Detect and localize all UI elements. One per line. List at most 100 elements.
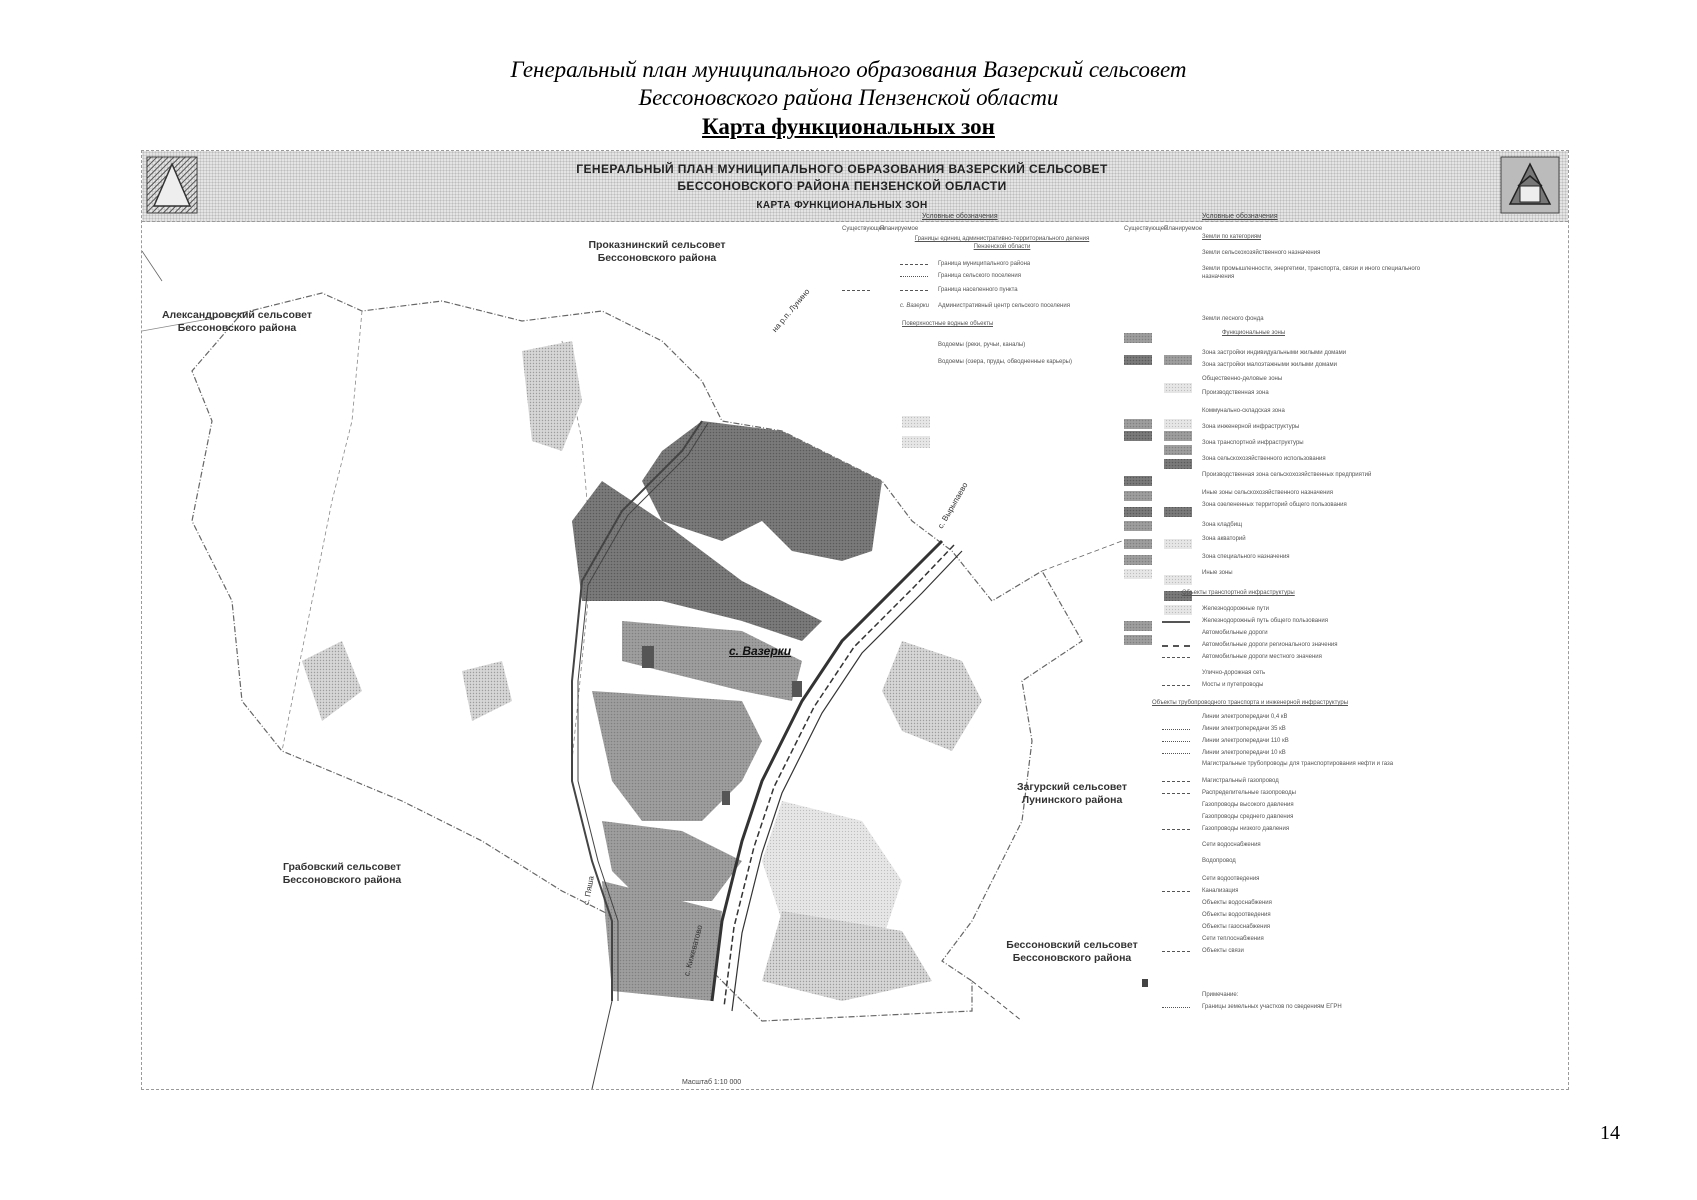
legend-left-header: Условные обозначения bbox=[922, 213, 998, 220]
village-label: с. Вазерки bbox=[729, 644, 792, 658]
stamp-title-1: ГЕНЕРАЛЬНЫЙ ПЛАН МУНИЦИПАЛЬНОГО ОБРАЗОВА… bbox=[576, 162, 1108, 176]
legend-eng-17: Сети теплоснабжения bbox=[1202, 936, 1264, 942]
legend-zone-1: Зона застройки малоэтажными жилыми домам… bbox=[1202, 362, 1337, 368]
functional-zones-map[interactable] bbox=[142, 221, 1568, 1089]
legend-eng-11: Водопровод bbox=[1202, 858, 1236, 864]
legend-eng-4: Магистральные трубопроводы для транспорт… bbox=[1202, 761, 1394, 767]
neighbor-north-district: Бессоновского района bbox=[597, 252, 717, 264]
neighbor-west-district: Бессоновского района bbox=[177, 322, 297, 334]
map-sheet: ГЕНЕРАЛЬНЫЙ ПЛАН МУНИЦИПАЛЬНОГО ОБРАЗОВА… bbox=[141, 150, 1569, 1090]
legend-transport-5: Улично-дорожная сеть bbox=[1202, 670, 1266, 676]
neighbor-southeast-name: Бессоновский сельсовет bbox=[1006, 939, 1138, 951]
legend-eng-8: Газопроводы среднего давления bbox=[1202, 814, 1294, 820]
legend-land-2: Земли лесного фонда bbox=[1202, 316, 1264, 322]
legend-eng-14: Объекты водоснабжения bbox=[1202, 900, 1272, 906]
legend-eng-5: Магистральный газопровод bbox=[1202, 778, 1279, 784]
legend-col-existing: Существующее bbox=[842, 226, 886, 232]
legend-boundary-0: Граница муниципального района bbox=[938, 261, 1031, 267]
legend-boundary-3: Административный центр сельского поселен… bbox=[938, 303, 1070, 309]
regional-road bbox=[571, 420, 703, 1001]
map-scale: Масштаб 1:10 000 bbox=[682, 1079, 742, 1086]
legend-col-planned: Планируемое bbox=[880, 226, 919, 232]
legend-land-title: Земли по категориям bbox=[1202, 234, 1262, 240]
neighbor-southwest-district: Бессоновского района bbox=[282, 874, 402, 886]
legend-water-title: Поверхностные водные объекты bbox=[902, 321, 994, 327]
legend-right-col-existing: Существующее bbox=[1124, 226, 1168, 232]
legend-note-title: Примечание: bbox=[1202, 992, 1239, 998]
legend-water-1: Водоемы (озера, пруды, обводненные карье… bbox=[938, 359, 1072, 365]
legend-eng-15: Объекты водоотведения bbox=[1202, 912, 1271, 918]
legend-eng-3: Линии электропередачи 10 кВ bbox=[1202, 750, 1286, 756]
neighbor-southwest-name: Грабовский сельсовет bbox=[282, 861, 402, 873]
legend-note-text: Границы земельных участков по сведениям … bbox=[1202, 1004, 1342, 1010]
legend-zone-13: Зона специального назначения bbox=[1202, 554, 1290, 560]
legend-zone-0: Зона застройки индивидуальными жилыми до… bbox=[1202, 350, 1347, 356]
stamp-title-2: БЕССОНОВСКОГО РАЙОНА ПЕНЗЕНСКОЙ ОБЛАСТИ bbox=[677, 179, 1007, 193]
legend-left: Условные обозначения Существующее Планир… bbox=[842, 213, 1122, 393]
stamp-title-3: КАРТА ФУНКЦИОНАЛЬНЫХ ЗОН bbox=[756, 200, 928, 211]
neighbor-east-district: Лунинского района bbox=[1021, 794, 1123, 806]
municipality-boundary bbox=[191, 292, 1083, 1022]
legend-transport-2: Автомобильные дороги bbox=[1202, 630, 1268, 636]
neighbor-southeast-label: Бессоновский сельсовет Бессоновского рай… bbox=[972, 939, 1172, 965]
legend-right-swatches bbox=[1124, 333, 1192, 987]
legend-eng-7: Газопроводы высокого давления bbox=[1202, 802, 1294, 808]
legend-eng-1: Линии электропередачи 35 кВ bbox=[1202, 726, 1286, 732]
legend-boundaries-title: Границы единиц административно-территори… bbox=[914, 236, 1090, 250]
legend-right: Условные обозначения Существующее Планир… bbox=[1122, 213, 1432, 1013]
legend-land-0: Земли сельскохозяйственного назначения bbox=[1202, 250, 1321, 256]
legend-eng-16: Объекты газоснабжения bbox=[1202, 924, 1271, 930]
neighbor-southeast-district: Бессоновского района bbox=[1012, 952, 1132, 964]
neighbor-east-label: Загурский сельсовет Лунинского района bbox=[972, 781, 1172, 807]
map-title: Карта функциональных зон bbox=[702, 114, 995, 139]
legend-engineering-title: Объекты трубопроводного транспорта и инж… bbox=[1152, 700, 1349, 706]
legend-transport-4: Автомобильные дороги местного значения bbox=[1202, 654, 1322, 660]
legend-zone-7: Зона сельскохозяйственного использования bbox=[1202, 456, 1326, 462]
neighbor-east-name: Загурский сельсовет bbox=[1016, 781, 1128, 793]
document-header: Генеральный план муниципального образова… bbox=[0, 56, 1697, 142]
legend-zone-8: Производственная зона сельскохозяйственн… bbox=[1202, 472, 1372, 478]
legend-zone-14: Иные зоны bbox=[1202, 570, 1233, 576]
legend-eng-6: Распределительные газопроводы bbox=[1202, 790, 1296, 796]
legend-water-0: Водоемы (реки, ручьи, каналы) bbox=[938, 342, 1026, 348]
legend-zone-12: Зона акваторий bbox=[1202, 536, 1246, 542]
legend-boundary-2: Граница населенного пункта bbox=[938, 287, 1018, 293]
legend-eng-18: Объекты связи bbox=[1202, 948, 1244, 954]
legend-zone-11: Зона кладбищ bbox=[1202, 522, 1243, 528]
header-line-2: Бессоновского района Пензенской области bbox=[638, 85, 1059, 110]
legend-boundary-1: Граница сельского поселения bbox=[938, 273, 1022, 279]
legend-zone-10: Зона озелененных территорий общего польз… bbox=[1202, 502, 1347, 508]
legend-right-header: Условные обозначения bbox=[1202, 213, 1278, 220]
legend-zone-9: Иные зоны сельскохозяйственного назначен… bbox=[1202, 490, 1333, 496]
legend-transport-1: Железнодорожный путь общего пользования bbox=[1202, 618, 1328, 624]
legend-land-1: Земли промышленности, энергетики, трансп… bbox=[1202, 266, 1421, 280]
legend-eng-9: Газопроводы низкого давления bbox=[1202, 826, 1290, 832]
neighbor-west-name: Александровский сельсовет bbox=[161, 309, 313, 321]
legend-eng-10: Сети водоснабжения bbox=[1202, 842, 1261, 848]
title-stamp: ГЕНЕРАЛЬНЫЙ ПЛАН МУНИЦИПАЛЬНОГО ОБРАЗОВА… bbox=[142, 151, 1568, 222]
architect-emblem-icon bbox=[1500, 156, 1560, 214]
legend-eng-0: Линии электропередачи 0,4 кВ bbox=[1202, 714, 1288, 720]
coat-of-arms-icon bbox=[146, 156, 198, 214]
legend-zone-6: Зона транспортной инфраструктуры bbox=[1202, 440, 1304, 446]
legend-zones-title: Функциональные зоны bbox=[1222, 330, 1286, 336]
neighbor-southwest-label: Грабовский сельсовет Бессоновского район… bbox=[242, 861, 442, 887]
legend-zone-5: Зона инженерной инфраструктуры bbox=[1202, 424, 1300, 430]
neighbor-north-name: Проказнинский сельсовет bbox=[588, 239, 726, 251]
page-number: 14 bbox=[1600, 1122, 1620, 1144]
legend-zone-4: Коммунально-складская зона bbox=[1202, 408, 1285, 414]
legend-transport-0: Железнодорожные пути bbox=[1202, 606, 1270, 612]
legend-transport-6: Мосты и путепроводы bbox=[1202, 682, 1264, 688]
legend-eng-2: Линии электропередачи 110 кВ bbox=[1202, 738, 1289, 744]
legend-eng-12: Сети водоотведения bbox=[1202, 876, 1260, 882]
legend-transport-title: Объекты транспортной инфраструктуры bbox=[1182, 590, 1295, 596]
legend-admin-center-sample: с. Вазерки bbox=[900, 303, 930, 309]
neighbor-north-label: Проказнинский сельсовет Бессоновского ра… bbox=[557, 239, 757, 265]
legend-right-col-planned: Планируемое bbox=[1164, 226, 1203, 232]
legend-zone-2: Общественно-деловые зоны bbox=[1202, 376, 1283, 382]
legend-transport-3: Автомобильные дороги регионального значе… bbox=[1202, 642, 1338, 648]
neighbor-west-label: Александровский сельсовет Бессоновского … bbox=[137, 309, 337, 335]
legend-zone-3: Производственная зона bbox=[1202, 390, 1269, 396]
highway bbox=[710, 539, 944, 1002]
legend-left-swatches bbox=[902, 416, 930, 448]
